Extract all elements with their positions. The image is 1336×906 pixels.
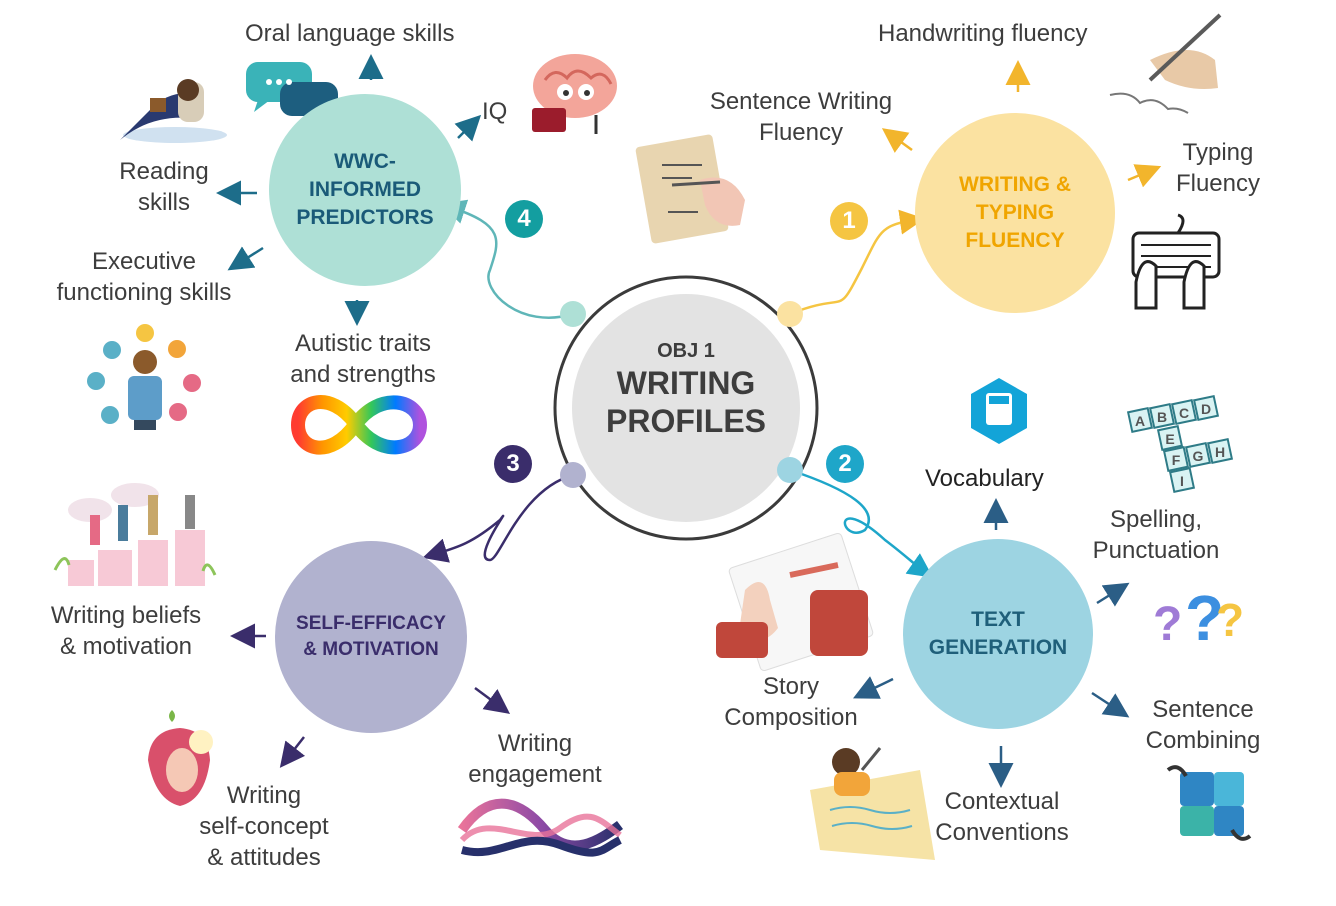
story-writing-hands-icon [716, 532, 874, 672]
executive-function-person-icon [87, 324, 201, 430]
label-story-composition: Story Composition [724, 673, 858, 731]
teamwork-climb-icon [53, 483, 217, 586]
svg-text:?: ? [1153, 598, 1182, 651]
connector-dot-mint [560, 301, 586, 327]
brain-book-icon [532, 54, 617, 134]
connector-dot-gold [777, 301, 803, 327]
arrow-story [852, 676, 894, 699]
vocabulary-az-text: A-Z [991, 404, 1007, 414]
label-spelling-punctuation: Spelling, Punctuation [1092, 506, 1220, 564]
tile-b: B [1156, 409, 1168, 425]
connector-dot-purple [560, 462, 586, 488]
tile-f: F [1171, 452, 1181, 468]
label-reading-skills: Reading skills [119, 158, 209, 216]
hub-wwc-label: WWC- INFORMED PREDICTORS [296, 150, 434, 229]
label-writing-self-concept: Writing self-concept & attitudes [199, 782, 329, 871]
label-iq: IQ [482, 98, 508, 125]
center-line-profiles: PROFILES [605, 403, 766, 439]
engagement-wave-icon [457, 798, 623, 857]
connector-text-generation [789, 468, 934, 578]
label-writing-beliefs: Writing beliefs & motivation [50, 602, 202, 660]
neurodiversity-infinity-icon [290, 395, 428, 455]
hub-text-generation-label: TEXT GENERATION [928, 608, 1068, 659]
hub-self-efficacy-label: SELF-EFFICACY & MOTIVATION [296, 613, 446, 660]
connector-dot-cyan [777, 457, 803, 483]
hub-self-efficacy-circle [275, 541, 467, 733]
label-contextual-conventions: Contextual Conventions [935, 788, 1069, 846]
label-sentence-writing-fluency: Sentence Writing Fluency [709, 88, 893, 146]
hub-writing-fluency-label: WRITING & TYPING FLUENCY [959, 173, 1071, 252]
connector-wwc [440, 199, 574, 319]
badge-number-3: 3 [494, 445, 532, 483]
vocabulary-book-icon [971, 378, 1027, 444]
arrow-typing [1127, 164, 1162, 188]
badge-number-4: 4 [505, 200, 543, 238]
center-title: OBJ 1 WRITING PROFILES [586, 338, 786, 440]
badge-number-2: 2 [826, 445, 864, 483]
question-marks-icon: ? ? ? [1153, 582, 1244, 654]
label-handwriting-fluency: Handwriting fluency [878, 20, 1088, 47]
tile-d: D [1200, 401, 1212, 417]
arrow-self-concept [279, 736, 306, 768]
letter-writing-icon [635, 134, 745, 244]
puzzle-pieces-icon [1166, 765, 1252, 841]
label-autistic-traits: Autistic traits and strengths [290, 330, 436, 388]
svg-text:?: ? [1185, 582, 1224, 654]
label-sentence-combining: Sentence Combining [1145, 696, 1261, 754]
tile-h: H [1214, 444, 1226, 460]
label-typing-fluency: Typing Fluency [1175, 139, 1261, 197]
self-concept-head-icon [148, 710, 213, 806]
arrow-engagement [474, 686, 511, 714]
svg-text:?: ? [1216, 594, 1244, 646]
hub-wwc-circle [269, 94, 461, 286]
label-oral-language: Oral language skills [245, 20, 455, 47]
badge-number-1: 1 [830, 202, 868, 240]
label-writing-engagement: Writing engagement [468, 730, 602, 788]
label-executive-functioning: Executive functioning skills [56, 248, 232, 306]
center-inner-disc [572, 294, 800, 522]
label-vocabulary: Vocabulary [925, 465, 1044, 492]
hub-writing-fluency-circle [915, 113, 1115, 313]
arrow-sentence-combining [1091, 691, 1130, 718]
child-writing-icon [810, 747, 935, 860]
keyboard-hands-icon [1131, 213, 1221, 310]
tile-c: C [1178, 405, 1190, 421]
tile-e: E [1165, 431, 1175, 447]
arrow-spelling [1096, 582, 1130, 607]
person-reading-icon [120, 79, 227, 143]
letter-tiles-icon [1126, 394, 1234, 494]
tile-g: G [1192, 448, 1204, 464]
arrow-iq [454, 114, 482, 142]
arrow-sentence-writing [881, 128, 913, 153]
handwriting-hand-icon [1109, 13, 1222, 114]
arrow-executive [227, 246, 264, 271]
connector-writing-fluency [789, 209, 925, 316]
connector-self-efficacy [422, 473, 574, 563]
hub-text-generation-circle [903, 539, 1093, 729]
tile-i: I [1180, 473, 1184, 489]
center-line-writing: WRITING [616, 365, 756, 401]
tile-a: A [1134, 413, 1146, 429]
center-line-obj: OBJ 1 [657, 340, 715, 362]
